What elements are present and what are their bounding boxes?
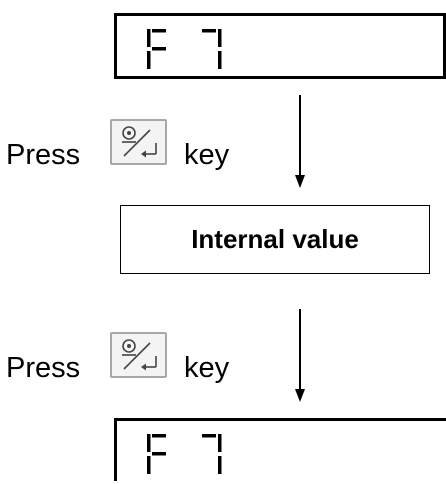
lcd-display-top: F 7: [114, 13, 446, 79]
internal-value-label: Internal value: [191, 224, 359, 254]
press-label-2: Press: [6, 352, 81, 384]
mode-enter-key-icon: [122, 126, 157, 158]
press-label-1: Press: [6, 139, 81, 171]
mode-enter-key-icon: [122, 339, 157, 371]
internal-value-box: Internal value: [120, 205, 430, 274]
lcd-display-bottom: F 7: [114, 418, 446, 481]
mode-enter-key-2: [110, 332, 167, 378]
key-label-2: key: [184, 352, 230, 384]
segment-text-f7-top: [147, 29, 222, 69]
segment-text-f7-bottom: [147, 434, 222, 474]
down-arrow-2: [292, 309, 308, 404]
key-label-1: key: [184, 139, 230, 171]
down-arrow-1: [292, 95, 308, 190]
mode-enter-key-1: [110, 119, 167, 165]
